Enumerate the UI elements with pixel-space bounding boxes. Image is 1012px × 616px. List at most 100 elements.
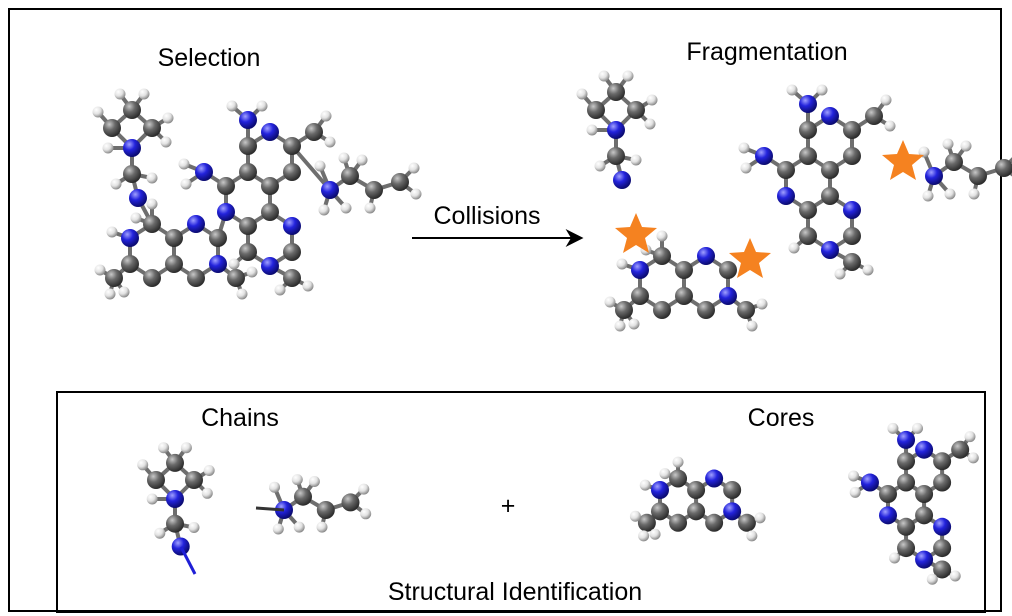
core-fragment-1 [629, 456, 766, 542]
hydrogen-atom [154, 527, 166, 539]
hydrogen-atom [638, 530, 650, 542]
carbon-atom [615, 301, 633, 319]
collisions-label: Collisions [433, 202, 541, 230]
carbon-atom [799, 147, 817, 165]
hydrogen-atom [816, 84, 828, 96]
hydrogen-atom [291, 474, 303, 486]
hydrogen-atom [92, 106, 104, 118]
hydrogen-atom [178, 158, 190, 170]
hydrogen-atom [646, 94, 658, 106]
nitrogen-atom [705, 469, 724, 488]
chain-fragment-1 [137, 442, 215, 575]
carbon-atom [897, 473, 916, 492]
carbon-atom [897, 517, 916, 536]
carbon-atom [227, 269, 245, 287]
carbon-atom [627, 101, 645, 119]
hydrogen-atom [754, 512, 766, 524]
carbon-atom [675, 261, 693, 279]
hydrogen-atom [672, 456, 684, 468]
cores-label: Cores [747, 404, 815, 432]
hydrogen-atom [922, 190, 934, 202]
carbon-atom [143, 269, 161, 287]
hydrogen-atom [293, 521, 305, 533]
carbon-atom [217, 177, 235, 195]
hydrogen-atom [949, 570, 961, 582]
carbon-atom [915, 485, 934, 503]
nitrogen-atom [187, 215, 205, 233]
bond [255, 506, 285, 512]
carbon-atom [653, 247, 671, 265]
nitrogen-atom [860, 473, 879, 492]
carbon-atom [165, 255, 183, 273]
nitrogen-atom [821, 107, 839, 125]
selection-molecule [92, 88, 422, 300]
nitrogen-atom [719, 287, 737, 305]
nitrogen-atom [217, 203, 235, 221]
hydrogen-atom [926, 573, 938, 585]
nitrogen-atom [607, 121, 625, 139]
cleavage-star-icon [615, 213, 657, 253]
hydrogen-atom [324, 136, 336, 148]
hydrogen-atom [180, 442, 192, 454]
nitrogen-atom [631, 261, 649, 279]
nitrogen-atom [821, 241, 839, 259]
hydrogen-atom [364, 202, 376, 214]
nitrogen-atom [209, 255, 227, 273]
carbon-atom [915, 506, 934, 525]
hydrogen-atom [944, 188, 956, 200]
carbon-atom [239, 163, 257, 181]
carbon-atom [365, 181, 383, 199]
carbon-atom [821, 161, 839, 179]
nitrogen-atom [129, 189, 147, 207]
hydrogen-atom [228, 258, 240, 270]
carbon-atom [799, 201, 817, 219]
hydrogen-atom [862, 264, 874, 276]
carbon-atom [687, 502, 706, 521]
carbon-atom [185, 471, 203, 489]
hydrogen-atom [616, 258, 628, 270]
carbon-atom [669, 513, 688, 532]
nitrogen-atom [321, 181, 339, 199]
hydrogen-atom [94, 264, 106, 276]
carbon-atom [843, 147, 861, 165]
hydrogen-atom [628, 318, 640, 330]
hydrogen-atom [594, 160, 606, 172]
hydrogen-atom [160, 136, 172, 148]
hydrogen-atom [960, 140, 972, 152]
carbon-atom [675, 287, 693, 305]
carbon-atom [737, 301, 755, 319]
hydrogen-atom [576, 88, 588, 100]
carbon-atom [607, 83, 625, 101]
hydrogen-atom [226, 100, 238, 112]
hydrogen-atom [598, 70, 610, 82]
hydrogen-atom [146, 172, 158, 184]
carbon-atom [294, 487, 312, 506]
carbon-atom [305, 123, 323, 141]
hydrogen-atom [274, 284, 286, 296]
carbon-atom [143, 119, 161, 137]
nitrogen-atom [915, 550, 934, 569]
carbon-atom [799, 121, 817, 139]
carbon-atom [719, 261, 737, 279]
hydrogen-atom [269, 481, 280, 493]
hydrogen-atom [118, 286, 130, 298]
nitrogen-atom [166, 490, 184, 508]
nitrogen-atom [799, 95, 817, 113]
hydrogen-atom [138, 88, 150, 100]
carbon-atom [651, 502, 669, 521]
hydrogen-atom [256, 100, 268, 112]
cleavage-star-icon [729, 238, 771, 278]
hydrogen-atom [968, 188, 980, 200]
fragmented-molecule [576, 70, 1012, 332]
carbon-atom [995, 159, 1012, 177]
hydrogen-atom [158, 442, 170, 454]
hydrogen-atom [104, 288, 116, 300]
nitrogen-atom [261, 123, 279, 141]
carbon-atom [737, 513, 756, 532]
plus-sign: + [500, 492, 516, 520]
carbon-atom [705, 513, 724, 532]
nitrogen-atom [915, 440, 934, 459]
hydrogen-atom [338, 152, 350, 164]
hydrogen-atom [308, 476, 320, 487]
hydrogen-atom [408, 162, 420, 174]
